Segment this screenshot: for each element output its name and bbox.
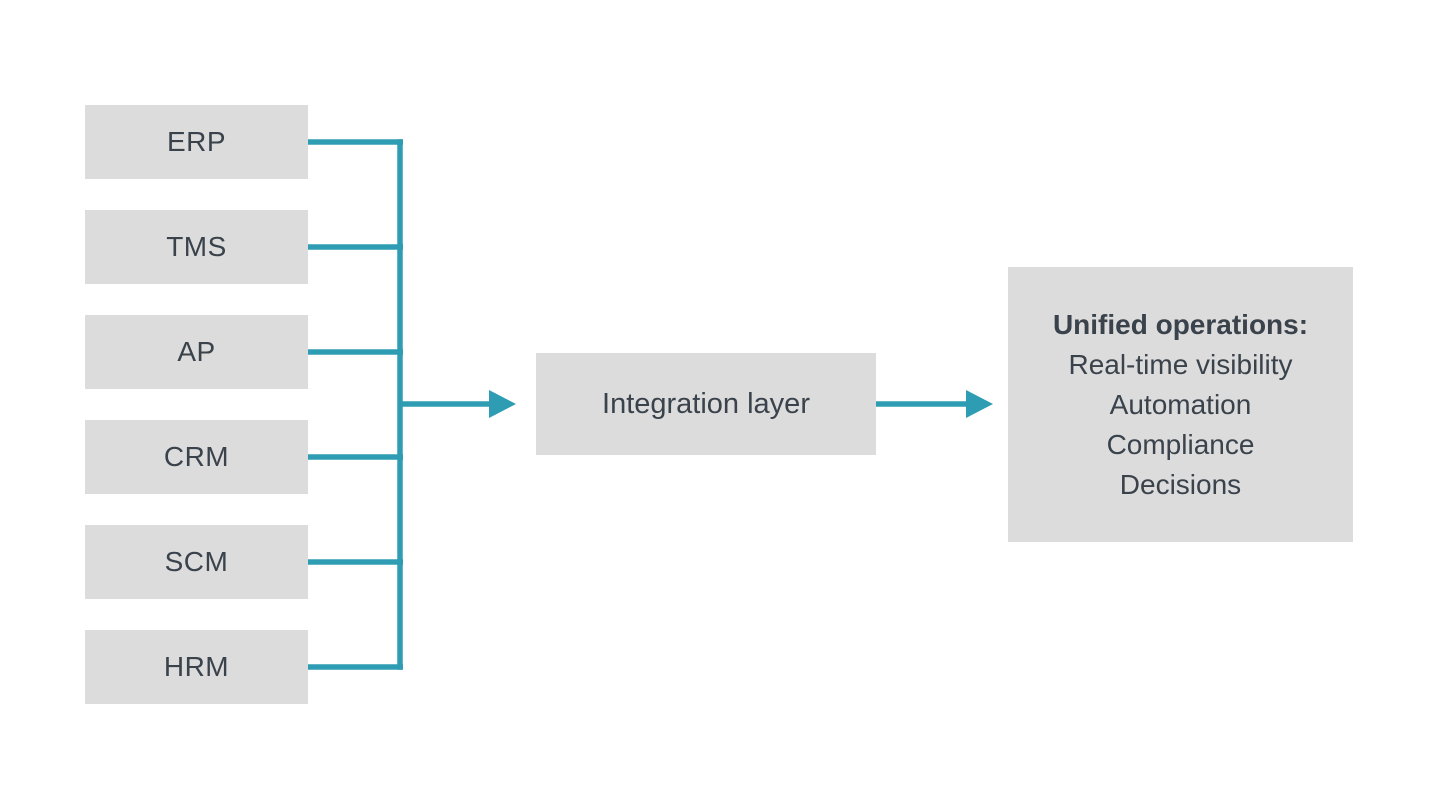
source-box-ap: AP bbox=[85, 315, 308, 389]
source-box-erp: ERP bbox=[85, 105, 308, 179]
outcome-item-visibility: Real-time visibility bbox=[1068, 348, 1293, 380]
outcome-title: Unified operations: bbox=[1052, 308, 1309, 340]
outcome-box: Unified operations: Real-time visibility… bbox=[1008, 267, 1353, 542]
source-label-hrm: HRM bbox=[163, 651, 230, 682]
outcome-item-compliance: Compliance bbox=[1106, 428, 1255, 460]
outcome-item-decisions: Decisions bbox=[1119, 468, 1242, 500]
source-label-scm: SCM bbox=[164, 546, 229, 577]
source-label-erp: ERP bbox=[166, 126, 227, 157]
source-label-tms: TMS bbox=[166, 231, 227, 262]
integration-layer-box: Integration layer bbox=[536, 353, 876, 455]
source-label-crm: CRM bbox=[163, 441, 230, 472]
source-box-hrm: HRM bbox=[85, 630, 308, 704]
arrow-to-outcome-head bbox=[966, 390, 993, 418]
arrow-to-integration-head bbox=[489, 390, 516, 418]
outcome-item-automation: Automation bbox=[1109, 388, 1252, 420]
source-label-ap: AP bbox=[177, 336, 216, 367]
source-box-crm: CRM bbox=[85, 420, 308, 494]
source-box-tms: TMS bbox=[85, 210, 308, 284]
integration-layer-label: Integration layer bbox=[602, 387, 810, 420]
source-box-scm: SCM bbox=[85, 525, 308, 599]
